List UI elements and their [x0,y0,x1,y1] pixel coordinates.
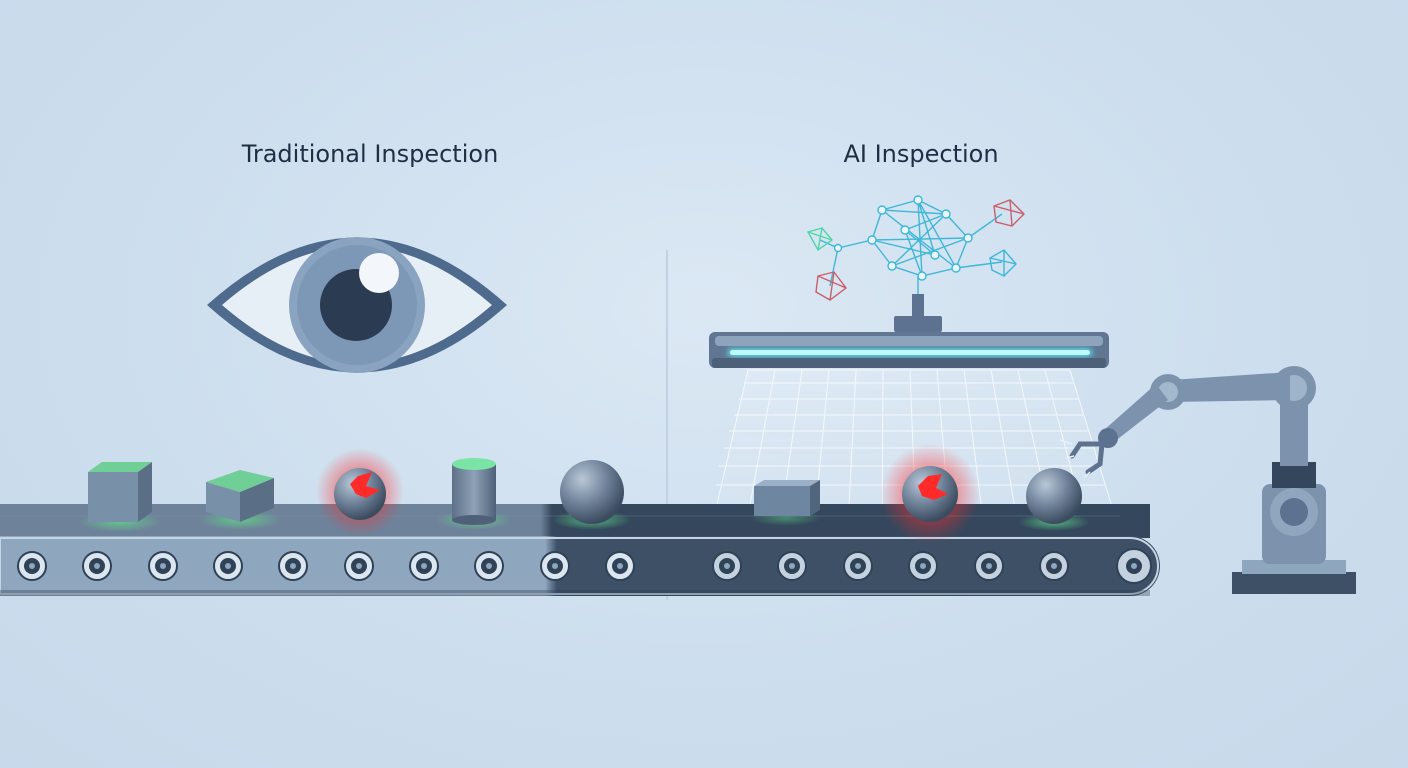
cylinder-item [452,458,496,525]
roller [344,551,374,581]
sphere-item [560,460,624,524]
cube-item [88,462,152,522]
traditional-items [78,448,632,536]
roller [278,551,308,581]
roller [1116,548,1152,584]
ai-inspection-heading: AI Inspection [843,140,999,168]
roller [908,551,938,581]
roller [409,551,439,581]
roller [974,551,1004,581]
defective-sphere-item [902,466,958,522]
eye-icon [207,237,507,373]
traditional-inspection-heading: Traditional Inspection [241,140,499,168]
roller [17,551,47,581]
box-item [206,470,274,522]
scanner-bar-icon [709,294,1109,368]
roller [148,551,178,581]
roller [605,551,635,581]
sphere-item [1026,468,1082,524]
robotic-arm-icon [1059,366,1356,594]
defective-sphere-item [334,468,386,520]
roller [777,551,807,581]
roller [82,551,112,581]
ai-items [750,444,1090,544]
roller [712,551,742,581]
neural-network-icon [806,195,1025,301]
roller [474,551,504,581]
conveyor-rollers [17,548,1152,584]
roller [1039,551,1069,581]
roller [213,551,243,581]
roller [843,551,873,581]
roller [540,551,570,581]
box-item [754,480,820,516]
